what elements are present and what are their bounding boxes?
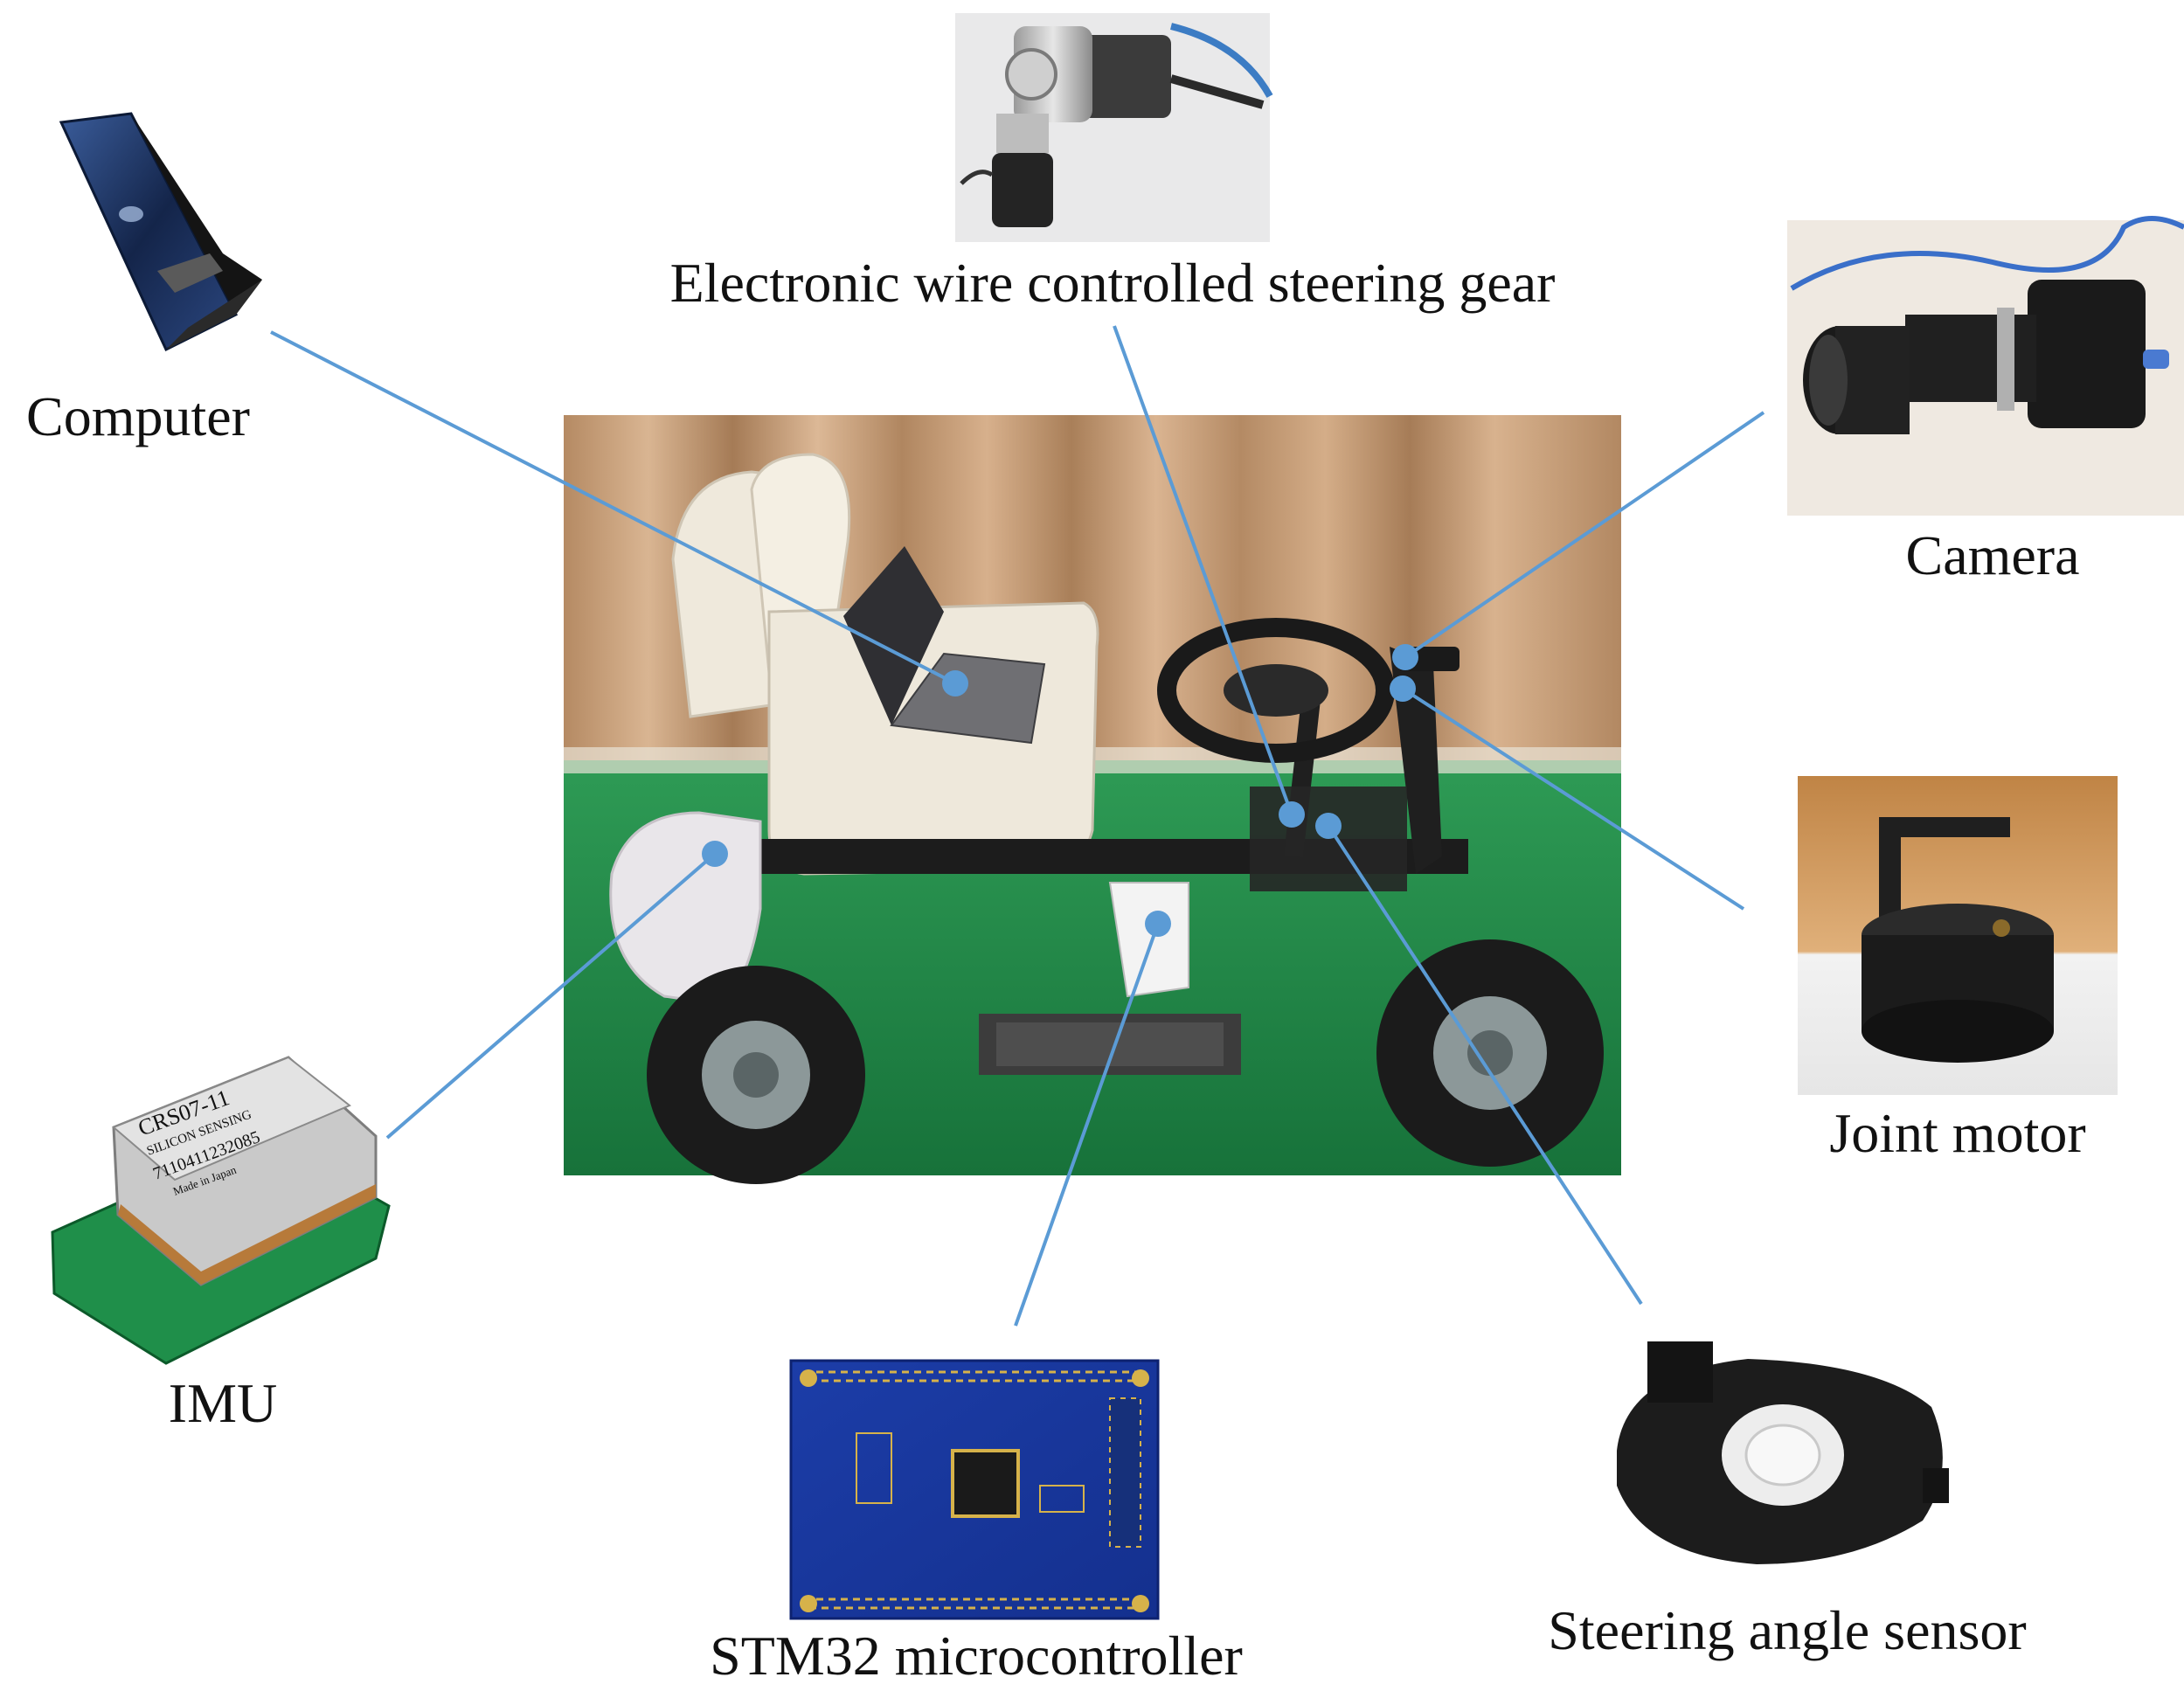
- rear-wheel: [647, 966, 865, 1184]
- connector-steering-gear: [1113, 325, 1293, 815]
- connector-camera: [1404, 411, 1765, 659]
- connector-lines: [270, 325, 1765, 1327]
- steering-gear-photo: [955, 13, 1273, 242]
- dot-joint-motor: [1390, 676, 1416, 702]
- connector-imu: [385, 852, 717, 1140]
- label-stm32: STM32 microcontroller: [710, 1625, 1243, 1684]
- connector-dots: [702, 644, 1418, 937]
- laptop-photo: [59, 112, 262, 352]
- connector-stm32: [1014, 923, 1160, 1327]
- dot-camera: [1392, 644, 1418, 670]
- label-camera: Camera: [1906, 524, 2080, 586]
- connector-joint-motor: [1401, 687, 1745, 911]
- steering-sensor-photo: [1617, 1341, 1949, 1564]
- label-joint-motor: Joint motor: [1829, 1102, 2085, 1164]
- label-steering-sensor: Steering angle sensor: [1548, 1599, 2026, 1661]
- joint-motor-photo: [1798, 776, 2118, 1095]
- dot-steering-sensor: [1315, 813, 1342, 839]
- camera-photo: [1787, 216, 2184, 516]
- connector-steering-sensor: [1327, 824, 1643, 1306]
- label-steering-gear: Electronic wire controlled steering gear: [670, 252, 1556, 314]
- vehicle-photo: [564, 415, 1621, 1184]
- connector-computer: [270, 330, 956, 685]
- label-computer: Computer: [26, 385, 250, 447]
- imu-photo: CRS07-11 SILICON SENSING 7110411232085 M…: [51, 1056, 391, 1365]
- front-wheel: [1376, 939, 1604, 1167]
- dot-computer: [942, 670, 968, 696]
- dot-stm32: [1145, 911, 1171, 937]
- dot-steering-gear: [1279, 801, 1305, 828]
- label-imu: IMU: [169, 1372, 277, 1434]
- dot-imu: [702, 841, 728, 867]
- stm32-board-photo: [789, 1359, 1160, 1620]
